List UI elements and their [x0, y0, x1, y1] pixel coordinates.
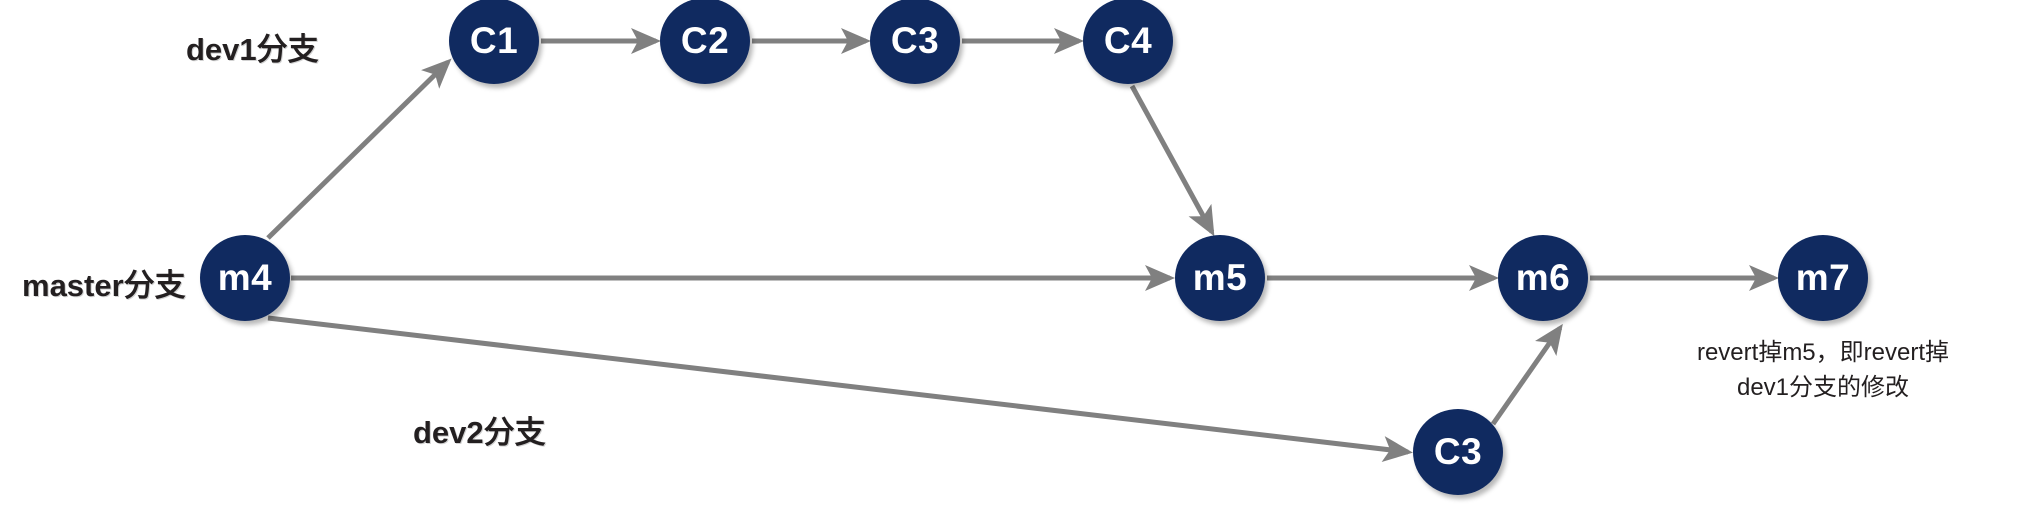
node-c4[interactable]: C4 — [1083, 0, 1173, 84]
revert-caption: revert掉m5，即revert掉 dev1分支的修改 — [1618, 336, 2024, 406]
node-c1-label: C1 — [469, 19, 519, 61]
edge-m4-c1 — [266, 58, 452, 240]
node-c4-label: C4 — [1103, 19, 1153, 61]
node-m7-label: m7 — [1795, 256, 1851, 298]
node-m4[interactable]: m4 — [200, 235, 290, 321]
branch-label-dev2: dev2分支 — [413, 415, 546, 450]
node-c3-bottom-label: C3 — [1433, 430, 1483, 472]
edge-c4-m5 — [1129, 84, 1215, 237]
node-c2[interactable]: C2 — [660, 0, 750, 84]
branch-label-dev1: dev1分支 — [186, 32, 319, 67]
node-m5-label: m5 — [1192, 256, 1248, 298]
node-c3-top-label: C3 — [890, 19, 940, 61]
node-m5[interactable]: m5 — [1175, 235, 1265, 321]
edge-c3bottom-m6 — [1490, 323, 1563, 426]
node-c3-top[interactable]: C3 — [870, 0, 960, 84]
edge-m4-c3bottom — [267, 315, 1413, 462]
node-c1[interactable]: C1 — [449, 0, 539, 84]
node-m6[interactable]: m6 — [1498, 235, 1588, 321]
node-m4-label: m4 — [217, 256, 273, 298]
revert-caption-line-2: dev1分支的修改 — [1736, 373, 1910, 401]
node-m7[interactable]: m7 — [1778, 235, 1868, 321]
branch-label-master: master分支 — [22, 268, 186, 303]
node-m6-label: m6 — [1515, 256, 1571, 298]
node-c3-bottom[interactable]: C3 — [1413, 409, 1503, 495]
revert-caption-line-1: revert掉m5，即revert掉 — [1696, 339, 1950, 366]
node-c2-label: C2 — [680, 19, 730, 61]
